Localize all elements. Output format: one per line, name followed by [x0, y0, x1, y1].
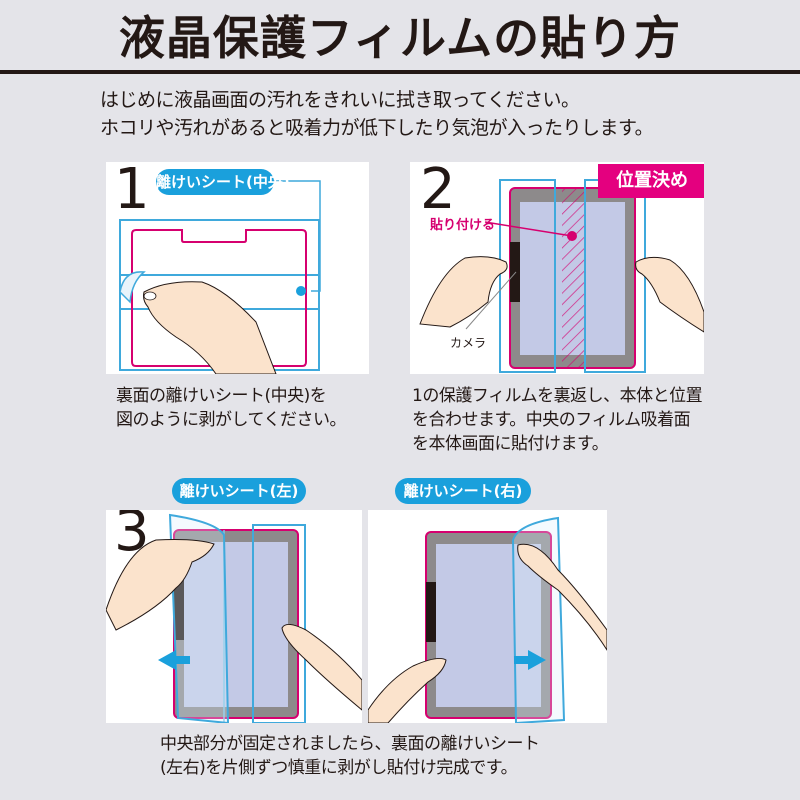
step-3-right-diagram	[368, 516, 607, 723]
step-3-left-illustration: 3	[106, 510, 362, 723]
step-2-caption-line: を本体画面に貼付けます。	[412, 434, 609, 454]
attach-label: 貼り付ける	[430, 218, 496, 233]
step-2-caption-line: 1の保護フィルムを裏返し、本体と位置	[412, 386, 703, 406]
step-3-left-diagram	[106, 513, 362, 723]
release-sheet-right-callout: 離けいシート(右)	[395, 478, 531, 504]
intro-text: はじめに液晶画面の汚れをきれいに拭き取ってください。 ホコリや汚れがあると吸着力…	[100, 86, 654, 142]
step-1-caption-line: 裏面の離けいシート(中央)を	[116, 386, 327, 406]
step-3-caption-line: 中央部分が固定されましたら、裏面の離けいシート	[160, 734, 540, 754]
step-1-number: 1	[114, 162, 150, 222]
step-2-diagram	[419, 179, 704, 373]
page-title: 液晶保護フィルムの貼り方	[118, 11, 682, 65]
step-3-caption-line: (左右)を片側ずつ慎重に剥がし貼付け完成です。	[160, 758, 518, 778]
intro-line-2: ホコリや汚れがあると吸着力が低下したり気泡が入ったりします。	[100, 117, 654, 139]
step-2-caption-line: を合わせます。中央のフィルム吸着面	[412, 410, 691, 430]
release-sheet-center-callout: 離けいシート(中央)	[156, 169, 290, 195]
positioning-tag: 位置決め	[598, 164, 704, 198]
release-sheet-left-callout: 離けいシート(左)	[172, 478, 306, 504]
title-divider	[0, 70, 800, 74]
step-3-number: 3	[114, 510, 150, 564]
step-3-caption: 中央部分が固定されましたら、裏面の離けいシート (左右)を片側ずつ慎重に剥がし貼…	[160, 732, 540, 780]
intro-line-1: はじめに液晶画面の汚れをきれいに拭き取ってください。	[100, 89, 580, 111]
step-2-illustration: 2 位置決め 貼り付ける カメラ	[410, 162, 704, 374]
step-1-caption: 裏面の離けいシート(中央)を 図のように剥がしてください。	[116, 384, 346, 432]
step-1-diagram	[119, 180, 321, 374]
step-1-caption-line: 図のように剥がしてください。	[116, 410, 346, 430]
step-1-illustration: 1 離けいシート(中央)	[106, 162, 369, 374]
step-3-right-illustration	[368, 510, 607, 723]
step-2-caption: 1の保護フィルムを裏返し、本体と位置 を合わせます。中央のフィルム吸着面 を本体…	[412, 384, 703, 456]
camera-label: カメラ	[450, 336, 487, 350]
step-2-number: 2	[420, 162, 456, 222]
